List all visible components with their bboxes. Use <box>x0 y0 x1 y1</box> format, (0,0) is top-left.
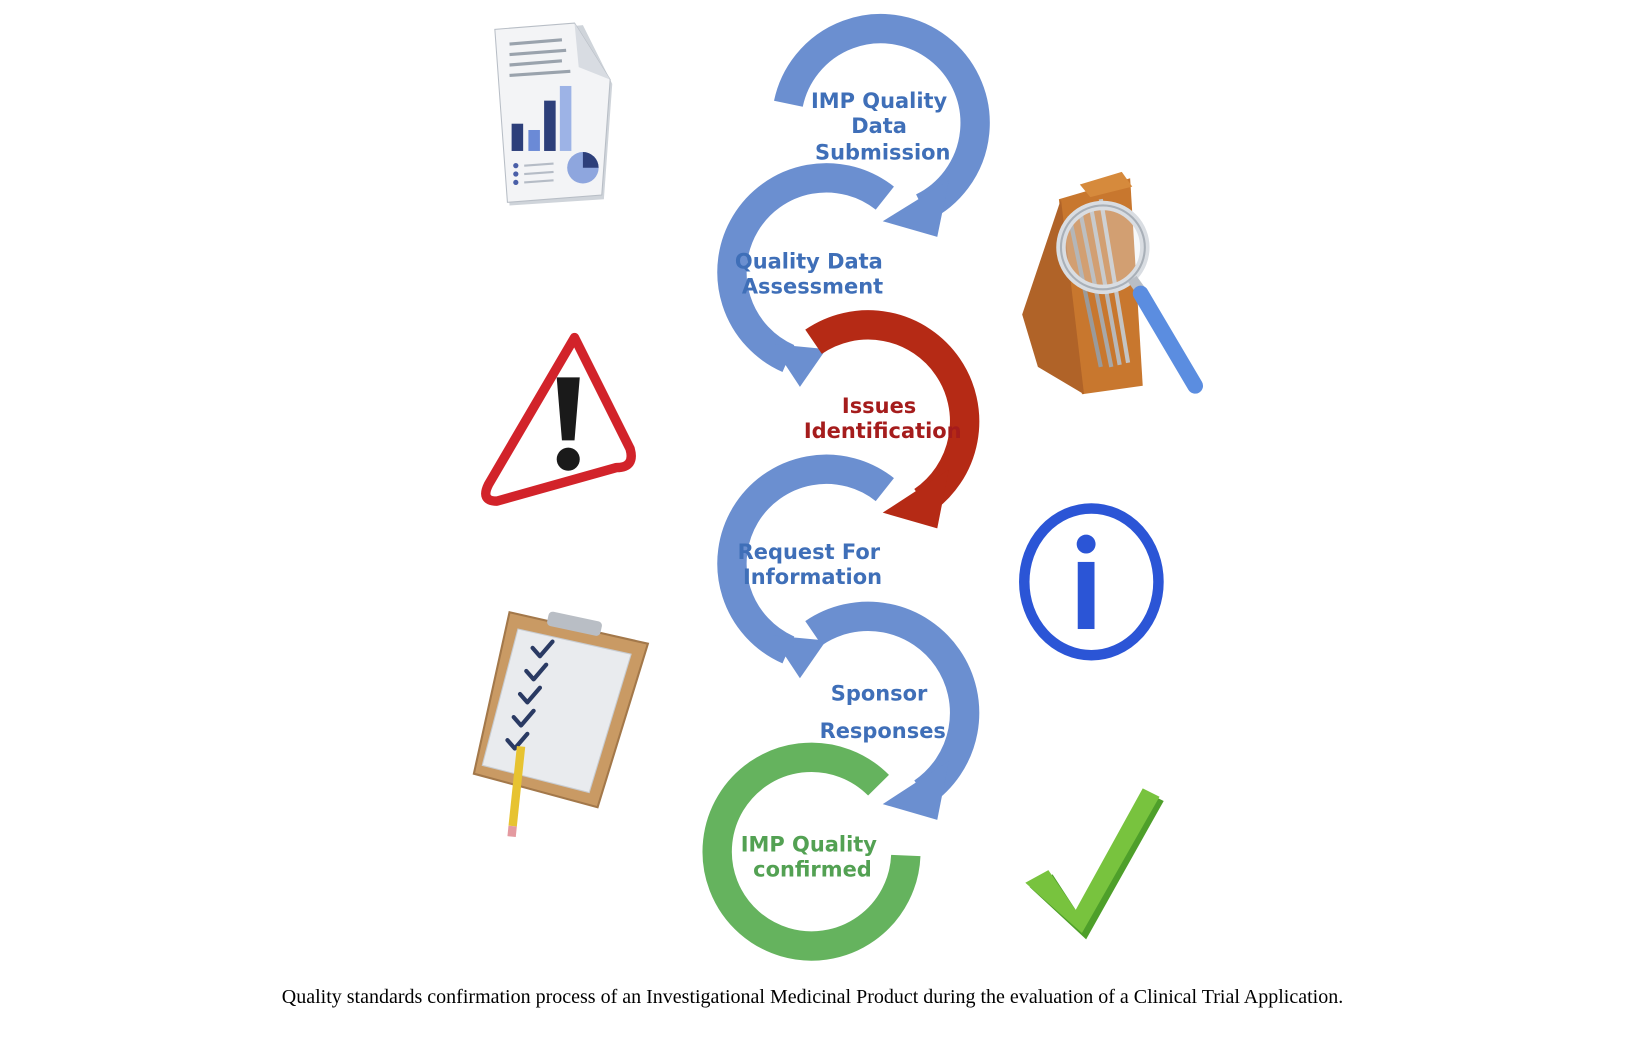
figure-caption: Quality standards confirmation process o… <box>281 986 1344 1008</box>
step-6-label: IMP Quality confirmed <box>741 832 885 881</box>
step-3-label: Issues Identification <box>804 394 962 443</box>
step-4-arrow <box>717 454 894 679</box>
clipboard-checklist-icon <box>472 610 650 838</box>
step-2-arrow <box>717 163 894 387</box>
step-5-label: Sponsor Responses <box>820 681 946 743</box>
step-1-label: IMP Quality Data Submission <box>811 89 955 164</box>
step-3-arrow <box>805 310 980 529</box>
step-2-label: Quality Data Assessment <box>735 249 890 298</box>
step-4-label: Request For Information <box>738 540 888 589</box>
step-6-ring <box>702 742 921 961</box>
step-5-arrow <box>805 601 980 820</box>
step-1-arrow <box>774 13 990 237</box>
folder-magnifier-icon <box>1022 171 1204 395</box>
green-checkmark-icon <box>1025 788 1164 940</box>
information-icon <box>1019 503 1164 661</box>
report-document-icon <box>494 22 613 206</box>
warning-triangle-icon <box>481 332 636 506</box>
